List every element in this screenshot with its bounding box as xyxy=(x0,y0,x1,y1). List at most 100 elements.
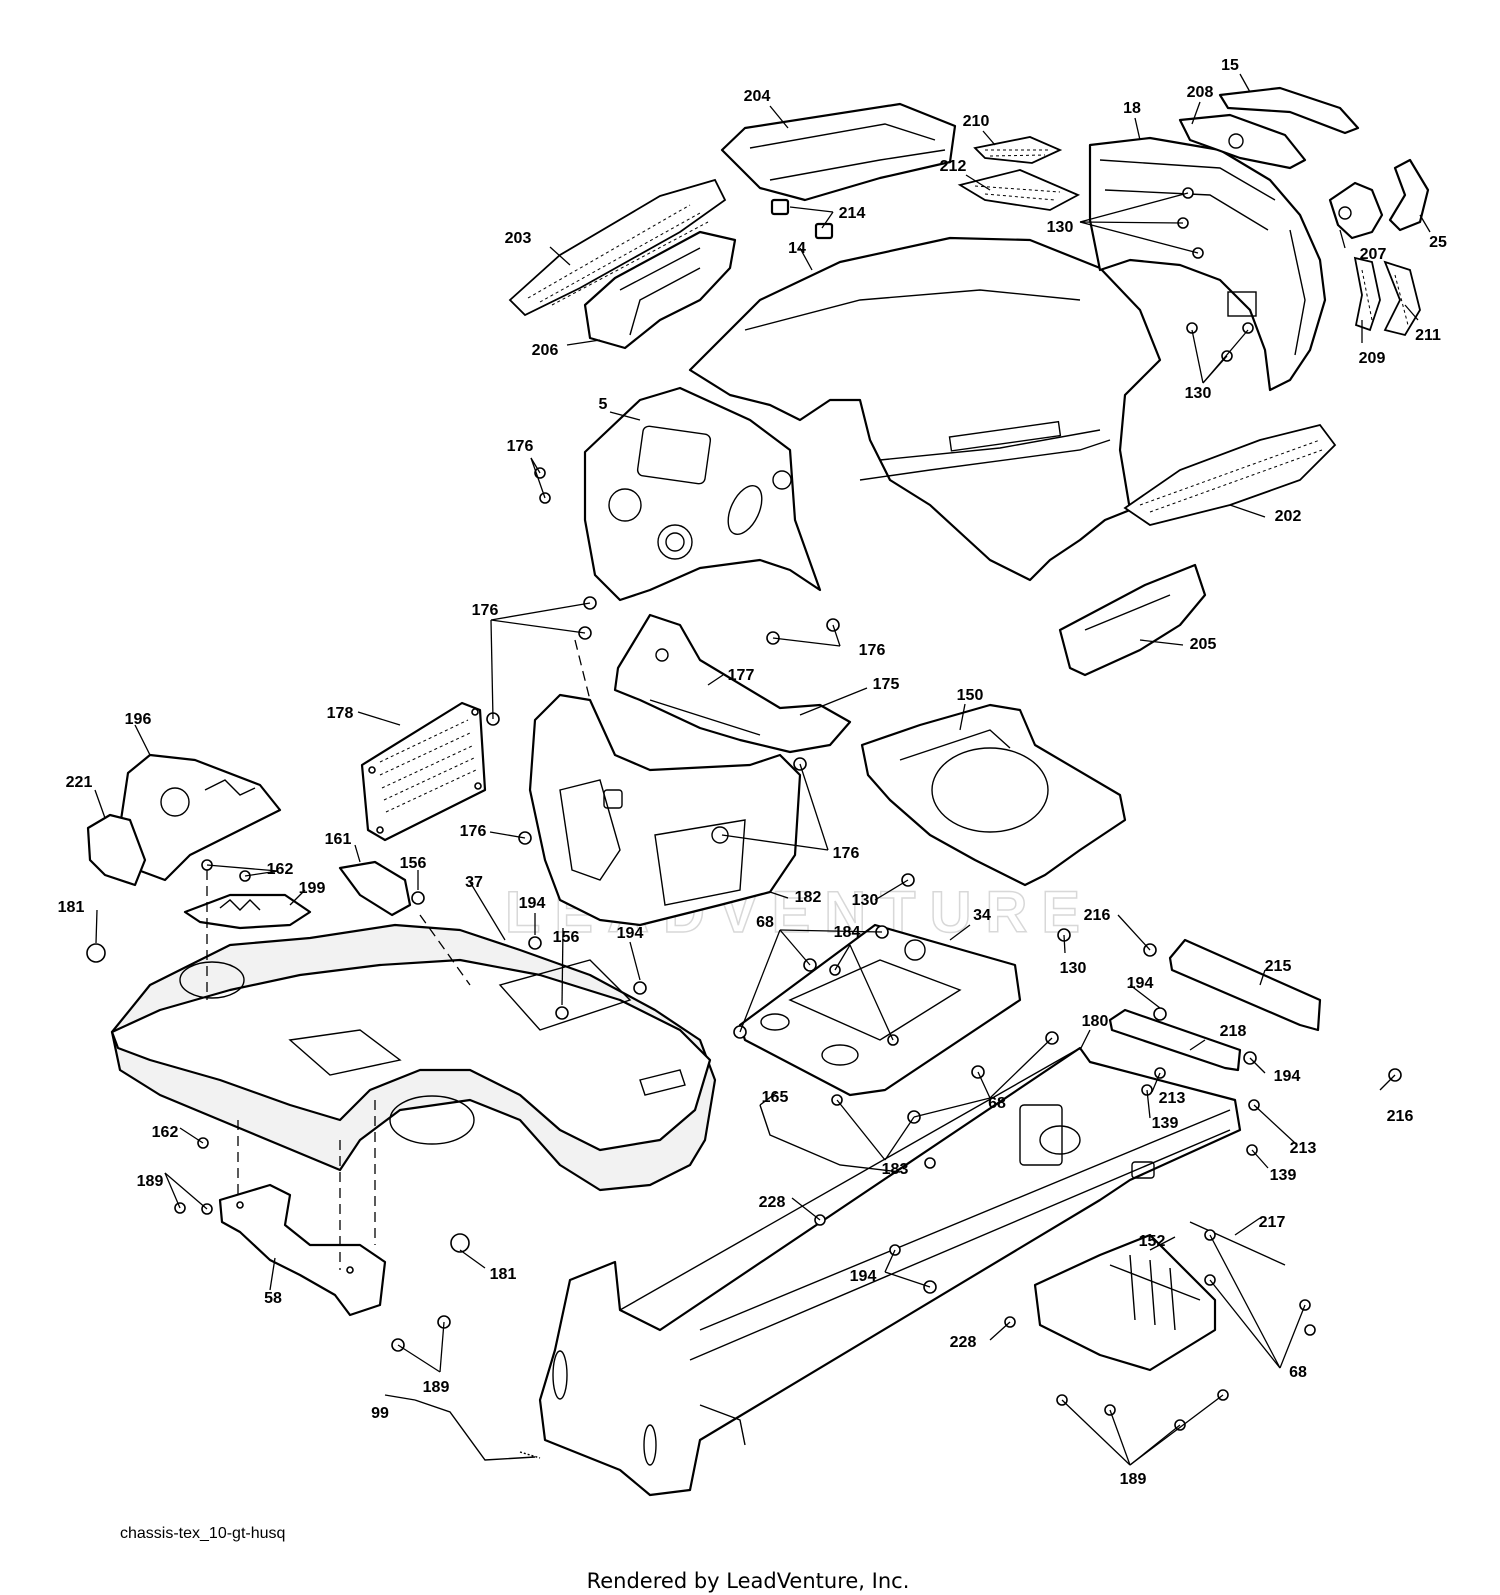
part-209-side-grille[interactable] xyxy=(1353,256,1381,332)
part-212-grille[interactable] xyxy=(957,169,1081,211)
part-203-front-grille[interactable] xyxy=(508,178,727,317)
part-180-frame[interactable] xyxy=(538,1046,1242,1497)
part-175-dash-support[interactable] xyxy=(613,613,852,754)
callout-label: 25 xyxy=(1429,234,1447,251)
callout-label: 176 xyxy=(833,845,860,862)
callout-label: 217 xyxy=(1259,1214,1286,1231)
callout-label: 130 xyxy=(1060,960,1087,977)
part-218-bracket[interactable] xyxy=(1108,1008,1242,1072)
callout-label: 207 xyxy=(1360,246,1387,263)
callout-label: 183 xyxy=(882,1161,909,1178)
callout-label: 5 xyxy=(599,396,608,413)
part-210-grille[interactable] xyxy=(973,136,1063,164)
part-217-rod[interactable] xyxy=(1189,1221,1286,1266)
callout-label: 68 xyxy=(756,914,774,931)
callout-label: 68 xyxy=(988,1095,1006,1112)
callout-label: 199 xyxy=(299,880,326,897)
callout-label: 139 xyxy=(1270,1167,1297,1184)
part-221-cover[interactable] xyxy=(86,813,147,887)
callout-label: 194 xyxy=(617,925,644,942)
callout-label: 189 xyxy=(1120,1471,1147,1488)
callout-label: 208 xyxy=(1187,84,1214,101)
callout-label: 189 xyxy=(423,1379,450,1396)
part-25-lens-cover[interactable] xyxy=(1388,158,1430,232)
callout-label: 196 xyxy=(125,711,152,728)
part-37-fender[interactable] xyxy=(110,923,717,1192)
callout-label: 184 xyxy=(834,924,861,941)
callout-label: 68 xyxy=(1289,1364,1307,1381)
part-206-bracket[interactable] xyxy=(583,230,737,350)
callout-label: 202 xyxy=(1275,508,1302,525)
callout-label: 203 xyxy=(505,230,532,247)
callout-label: 162 xyxy=(152,1124,179,1141)
part-165-rod[interactable] xyxy=(759,1104,901,1173)
callout-label: 176 xyxy=(507,438,534,455)
callout-label: 216 xyxy=(1387,1108,1414,1125)
callout-label: 206 xyxy=(532,342,559,359)
callout-label: 14 xyxy=(788,240,806,257)
part-215-bracket[interactable] xyxy=(1168,938,1322,1032)
part-152-battery-tray[interactable] xyxy=(1033,1233,1217,1372)
part-18-front-bumper[interactable] xyxy=(1088,136,1327,392)
part-204-hood-cap[interactable] xyxy=(720,102,957,202)
diagram-caption: chassis-tex_10-gt-husq xyxy=(120,1525,285,1542)
callout-label: 204 xyxy=(744,88,771,105)
callout-label: 58 xyxy=(264,1290,282,1307)
callout-label: 210 xyxy=(963,113,990,130)
part-207-headlight[interactable] xyxy=(1328,181,1384,240)
callout-label: 175 xyxy=(873,676,900,693)
callout-label: 194 xyxy=(1127,975,1154,992)
part-150-footrest[interactable] xyxy=(860,703,1127,887)
callout-label: 181 xyxy=(490,1266,517,1283)
part-199-panel[interactable] xyxy=(183,893,312,930)
callout-label: 205 xyxy=(1190,636,1217,653)
part-178-grille-plate[interactable] xyxy=(360,701,487,842)
part-99-rod[interactable] xyxy=(414,1399,541,1461)
part-211-side-grille[interactable] xyxy=(1383,260,1421,337)
callout-label: 176 xyxy=(472,602,499,619)
callout-label: 156 xyxy=(400,855,427,872)
part-14-hood[interactable] xyxy=(688,236,1162,582)
callout-label: 194 xyxy=(519,895,546,912)
part-214-clips[interactable] xyxy=(770,198,834,240)
callout-label: 215 xyxy=(1265,958,1292,975)
callout-label: 18 xyxy=(1123,100,1141,117)
callout-label: 161 xyxy=(325,831,352,848)
part-208-trim[interactable] xyxy=(1178,113,1307,170)
callout-label: 130 xyxy=(1185,385,1212,402)
part-15-trim[interactable] xyxy=(1218,86,1360,135)
callout-label: 150 xyxy=(957,687,984,704)
callout-label: 15 xyxy=(1221,57,1239,74)
callout-label: 156 xyxy=(553,929,580,946)
callout-label: 194 xyxy=(1274,1068,1301,1085)
callout-label: 177 xyxy=(728,667,755,684)
leader-lines xyxy=(94,73,1431,1466)
callout-label: 213 xyxy=(1290,1140,1317,1157)
part-205-panel[interactable] xyxy=(1058,563,1207,677)
part-161-bracket[interactable] xyxy=(338,860,412,917)
callout-label: 165 xyxy=(762,1089,789,1106)
part-58-bracket[interactable] xyxy=(218,1183,387,1317)
callout-label: 34 xyxy=(973,907,991,924)
callout-label: 228 xyxy=(950,1334,977,1351)
callout-label: 209 xyxy=(1359,350,1386,367)
callout-label: 162 xyxy=(267,861,294,878)
part-202-lower-grille[interactable] xyxy=(1123,423,1337,526)
callout-label: 213 xyxy=(1159,1090,1186,1107)
callout-label: 180 xyxy=(1082,1013,1109,1030)
callout-label: 99 xyxy=(371,1405,389,1422)
callout-label: 139 xyxy=(1152,1115,1179,1132)
footer-credit: Rendered by LeadVenture, Inc. xyxy=(587,1569,910,1593)
callout-labels: 15 208 204 210 18 212 214 203 14 130 207… xyxy=(58,57,1447,1488)
callout-label: 176 xyxy=(859,642,886,659)
callout-label: 189 xyxy=(137,1173,164,1190)
callout-label: 218 xyxy=(1220,1023,1247,1040)
part-5-dash-console[interactable] xyxy=(583,386,822,602)
callout-label: 216 xyxy=(1084,907,1111,924)
part-182-front-panel[interactable] xyxy=(528,693,802,927)
callout-label: 211 xyxy=(1415,327,1441,344)
callout-label: 181 xyxy=(58,899,85,916)
callout-label: 37 xyxy=(465,874,483,891)
callout-label: 130 xyxy=(852,892,879,909)
